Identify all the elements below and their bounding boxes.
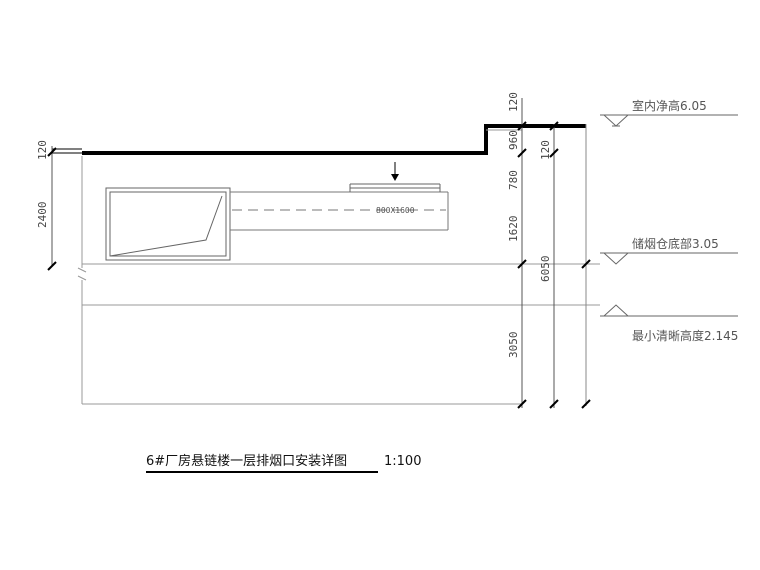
smoke-exhaust-box <box>105 187 231 261</box>
dim-c1-3050: 3050 <box>507 332 520 359</box>
level-label-mid: 储烟仓底部3.05 <box>632 236 719 251</box>
airflow-arrow-icon <box>391 162 399 181</box>
dim-c1-960: 960 <box>507 130 520 150</box>
level-label-top: 室内净高6.05 <box>632 98 707 113</box>
dim-c1-1620: 1620 <box>507 216 520 243</box>
dim-right-chain-2 <box>549 121 559 409</box>
dim-c1-120: 120 <box>507 92 520 112</box>
drawing-scale: 1:100 <box>384 454 421 469</box>
level-label-low: 最小清晰高度2.145 <box>632 328 738 343</box>
dim-c2-120: 120 <box>539 140 552 160</box>
level-marker-low <box>600 304 738 317</box>
drawing-title: 6#厂房悬链楼一层排烟口安装详图 <box>146 453 347 469</box>
elevation-line <box>581 124 591 409</box>
level-marker-mid <box>600 252 738 265</box>
dim-left-120: 120 <box>36 140 49 160</box>
dim-left-chain <box>47 146 57 271</box>
dim-right-chain-1 <box>517 98 527 409</box>
duct <box>230 183 449 231</box>
dim-c1-780: 780 <box>507 170 520 190</box>
duct-size-label: 800X1600 <box>376 206 415 215</box>
level-marker-top <box>600 114 738 127</box>
dim-c2-6050: 6050 <box>539 256 552 283</box>
building-outline <box>77 129 600 405</box>
dim-left-2400: 2400 <box>36 202 49 229</box>
slab-outline <box>82 124 586 155</box>
